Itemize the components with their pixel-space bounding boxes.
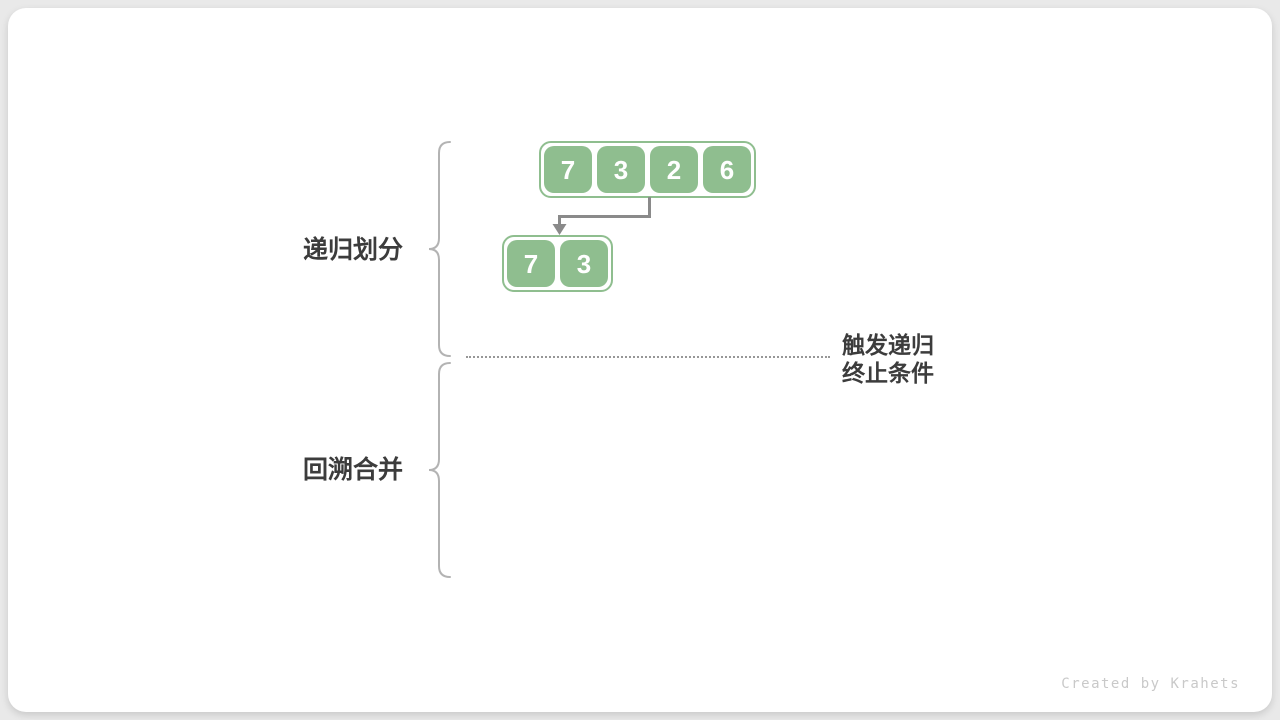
watermark-credit: Created by Krahets — [1061, 676, 1240, 692]
array-cell: 7 — [544, 146, 592, 193]
terminal-condition-line2: 终止条件 — [842, 360, 934, 386]
curly-brace-divide-icon — [428, 141, 451, 357]
terminal-condition-line1: 触发递归 — [842, 332, 934, 358]
array-cell: 3 — [597, 146, 645, 193]
terminal-condition-label: 触发递归 终止条件 — [842, 331, 934, 387]
array-cell: 6 — [703, 146, 751, 193]
array-cell: 7 — [507, 240, 555, 287]
array-cell: 3 — [560, 240, 608, 287]
divide-arrow-icon — [552, 197, 651, 235]
diagram-card — [8, 8, 1272, 712]
phase-label-backtrack-merge: 回溯合并 — [303, 456, 404, 484]
phase-label-recursive-divide: 递归划分 — [303, 236, 404, 264]
curly-brace-merge-icon — [428, 362, 451, 578]
recursion-terminal-line — [466, 356, 830, 358]
array-cell: 2 — [650, 146, 698, 193]
